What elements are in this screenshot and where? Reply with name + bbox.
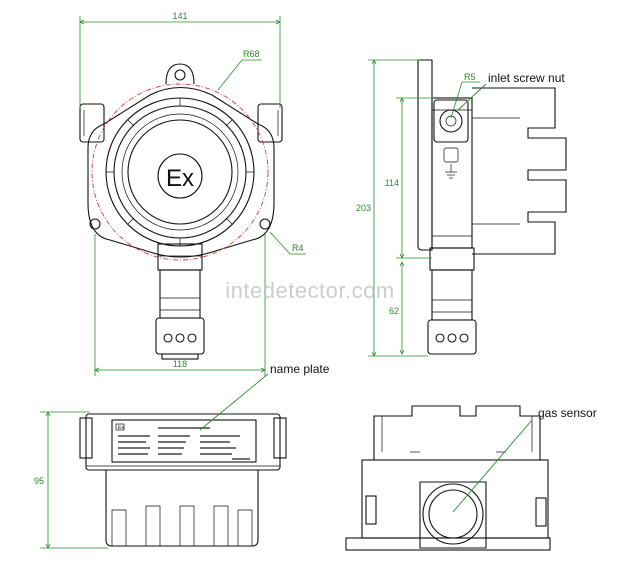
cover-ring-3: [121, 113, 239, 231]
bs-left-boss: [365, 495, 377, 525]
front-sensor-body: [159, 269, 201, 319]
callout-name-plate: name plate: [270, 362, 330, 376]
front-top-lug-hole: [174, 69, 186, 81]
dim-side-sensor-height: 62: [389, 306, 399, 316]
dim-flange-radius: R68: [243, 49, 260, 59]
side-mount-plate: [417, 59, 433, 251]
bottom-front-view: Ex: [79, 413, 287, 547]
name-plate[interactable]: [111, 419, 257, 463]
bs-body: [361, 459, 549, 539]
gas-sensor-inner: [428, 489, 478, 539]
name-plate-text-lines: [118, 427, 250, 460]
front-top-lug: [165, 63, 195, 85]
inlet-screw-head: [439, 109, 463, 133]
dim-lug-radius: R4: [292, 243, 304, 253]
cover-notches: [106, 98, 254, 246]
bf-fins: [105, 470, 259, 547]
front-sensor-cap: [155, 317, 205, 355]
front-flange: [87, 87, 275, 258]
bf-body: [85, 413, 281, 471]
bf-right-boss: [273, 417, 287, 459]
front-right-boss: [257, 103, 283, 143]
dim-side-total-height: 203: [356, 203, 371, 213]
side-dimensions: 203 114 62 R5 inlet screw nut: [356, 59, 565, 357]
name-plate-ex-text: Ex: [118, 425, 124, 431]
callout-gas-sensor: gas sensor: [538, 406, 597, 420]
bottom-side-view: [345, 405, 551, 551]
side-sensor-cap: [427, 319, 477, 355]
front-dimensions: 141 118 R68 R4: [79, 11, 306, 376]
side-fins: [472, 87, 567, 255]
side-stem: [429, 247, 475, 271]
dim-screw-radius: R5: [464, 72, 476, 82]
ex-marking-circle: [157, 153, 203, 199]
front-sensor-tip: [161, 353, 199, 360]
gas-sensor[interactable]: [422, 483, 484, 545]
side-view: [417, 59, 567, 355]
ground-icon: [445, 164, 457, 179]
dim-side-body-height: 114: [385, 178, 399, 188]
bottom-side-dimensions: gas sensor: [452, 406, 597, 513]
sensor-vent-1: [163, 333, 173, 343]
bf-fin-slots: [111, 505, 253, 546]
flange-radius-circle: [91, 83, 269, 261]
front-right-mount-hole: [259, 218, 271, 230]
watermark: intedetector.com: [225, 278, 394, 303]
dim-front-width: 141: [172, 11, 187, 21]
side-body: [431, 97, 473, 249]
front-left-boss: [79, 103, 105, 143]
sensor-vent-2: [175, 333, 185, 343]
dim-bottom-height: 95: [34, 476, 44, 486]
inlet-screw-slot: [445, 115, 457, 127]
name-plate-ex-mark: [115, 423, 125, 431]
inlet-screw-nut[interactable]: [433, 99, 469, 143]
dim-mount-width: 118: [173, 359, 187, 369]
gas-sensor-collar: [419, 481, 487, 549]
ex-marking: Ex: [166, 165, 194, 192]
front-view: Ex: [79, 63, 283, 360]
front-left-mount-hole: [89, 218, 101, 230]
side-sensor-body: [431, 269, 473, 321]
callout-inlet-screw-nut: inlet screw nut: [488, 71, 565, 85]
bf-left-boss: [79, 417, 93, 459]
cover-inner-ring: [127, 119, 233, 225]
bottom-front-dimensions: 95 name plate: [34, 362, 330, 549]
sensor-vent-3: [187, 333, 197, 343]
bs-right-boss: [535, 497, 547, 527]
bs-top-fins: [373, 405, 541, 461]
